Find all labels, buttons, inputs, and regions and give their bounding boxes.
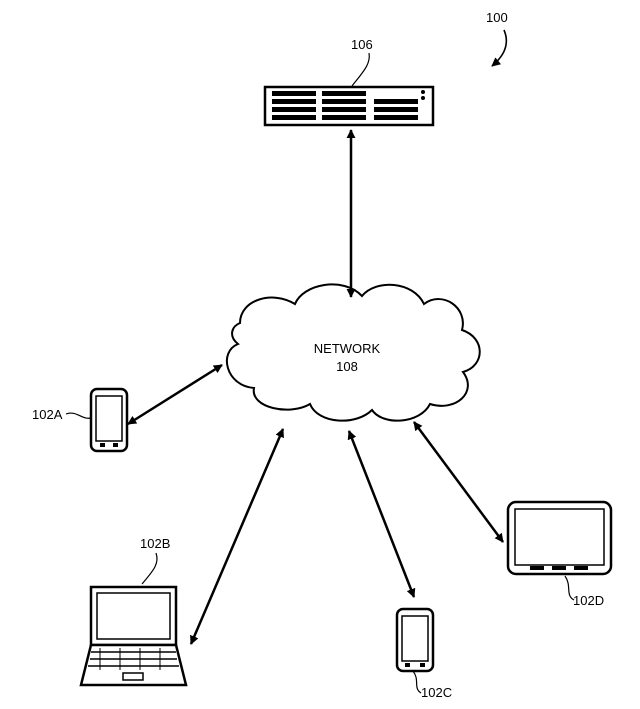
device-102c-link bbox=[347, 430, 416, 598]
server-leader-line bbox=[351, 52, 370, 87]
server-ref-label: 106 bbox=[351, 37, 373, 52]
server-icon bbox=[263, 85, 435, 127]
tablet-icon bbox=[506, 500, 613, 576]
device-102d-link bbox=[412, 421, 505, 543]
device-102a-leader-line bbox=[65, 412, 92, 419]
device-102a-link bbox=[127, 363, 223, 426]
network-ref-label: 108 bbox=[336, 359, 358, 374]
device-102b-ref-label: 102B bbox=[140, 536, 170, 551]
figure-ref-arrow bbox=[491, 29, 508, 67]
laptop-icon bbox=[79, 585, 188, 687]
network-title: NETWORK bbox=[314, 341, 381, 356]
figure-ref-label: 100 bbox=[486, 10, 508, 25]
device-102a-ref-label: 102A bbox=[32, 407, 63, 422]
device-102c-leader-line bbox=[412, 670, 422, 694]
smartphone-icon bbox=[89, 387, 129, 453]
device-102d-leader-line bbox=[564, 575, 575, 601]
device-102c-ref-label: 102C bbox=[421, 685, 452, 700]
device-102d-ref-label: 102D bbox=[573, 593, 604, 608]
smartphone-icon bbox=[395, 607, 435, 673]
device-102b-leader-line bbox=[141, 552, 158, 585]
device-102b-link bbox=[189, 428, 285, 645]
